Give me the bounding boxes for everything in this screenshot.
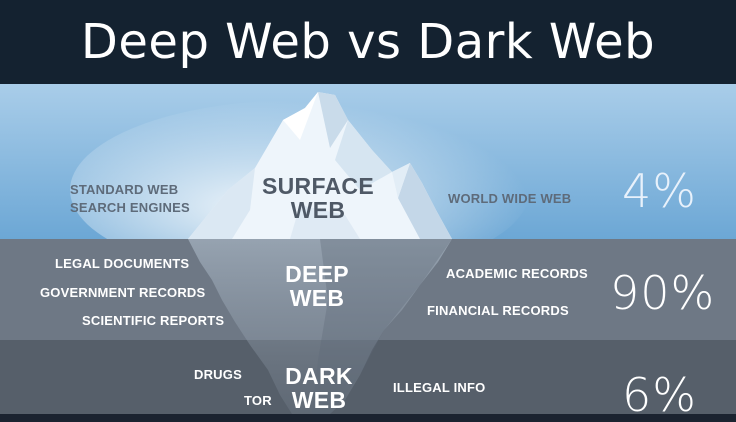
deep-left-label-2: GOVERNMENT RECORDS [40,285,206,300]
iceberg-tip [188,92,452,239]
surface-left-label-2: SEARCH ENGINES [70,200,190,215]
dark-left-label-2: TOR [244,393,272,408]
dark-right-label-1: ILLEGAL INFO [393,380,486,395]
deep-right-label-1: ACADEMIC RECORDS [446,266,588,281]
dark-web-title: DARK WEB [264,364,374,412]
submerged-iceberg [188,239,452,414]
deep-right-label-2: FINANCIAL RECORDS [427,303,569,318]
deep-percent: 90% [610,266,716,320]
dark-title-line2: WEB [291,387,347,413]
dark-left-label-1: DRUGS [194,367,242,382]
header-bar: Deep Web vs Dark Web [0,0,736,84]
surface-percent: 4% [622,164,697,218]
dark-title-line1: DARK [285,363,353,389]
surface-web-title: SURFACE WEB [248,174,388,222]
deep-web-title: DEEP WEB [262,262,372,310]
deep-left-label-1: LEGAL DOCUMENTS [55,256,190,271]
deep-title-line2: WEB [289,285,345,311]
surface-left-label-1: STANDARD WEB [70,182,179,197]
surface-title-line2: WEB [290,197,346,223]
submerged-iceberg-shade [312,239,452,414]
surface-title-line1: SURFACE [261,173,374,199]
page-title: Deep Web vs Dark Web [80,14,656,70]
surface-right-label: WORLD WIDE WEB [448,191,572,206]
deep-title-line1: DEEP [285,261,349,287]
dark-percent: 6% [622,368,697,422]
deep-left-label-3: SCIENTIFIC REPORTS [82,313,225,328]
